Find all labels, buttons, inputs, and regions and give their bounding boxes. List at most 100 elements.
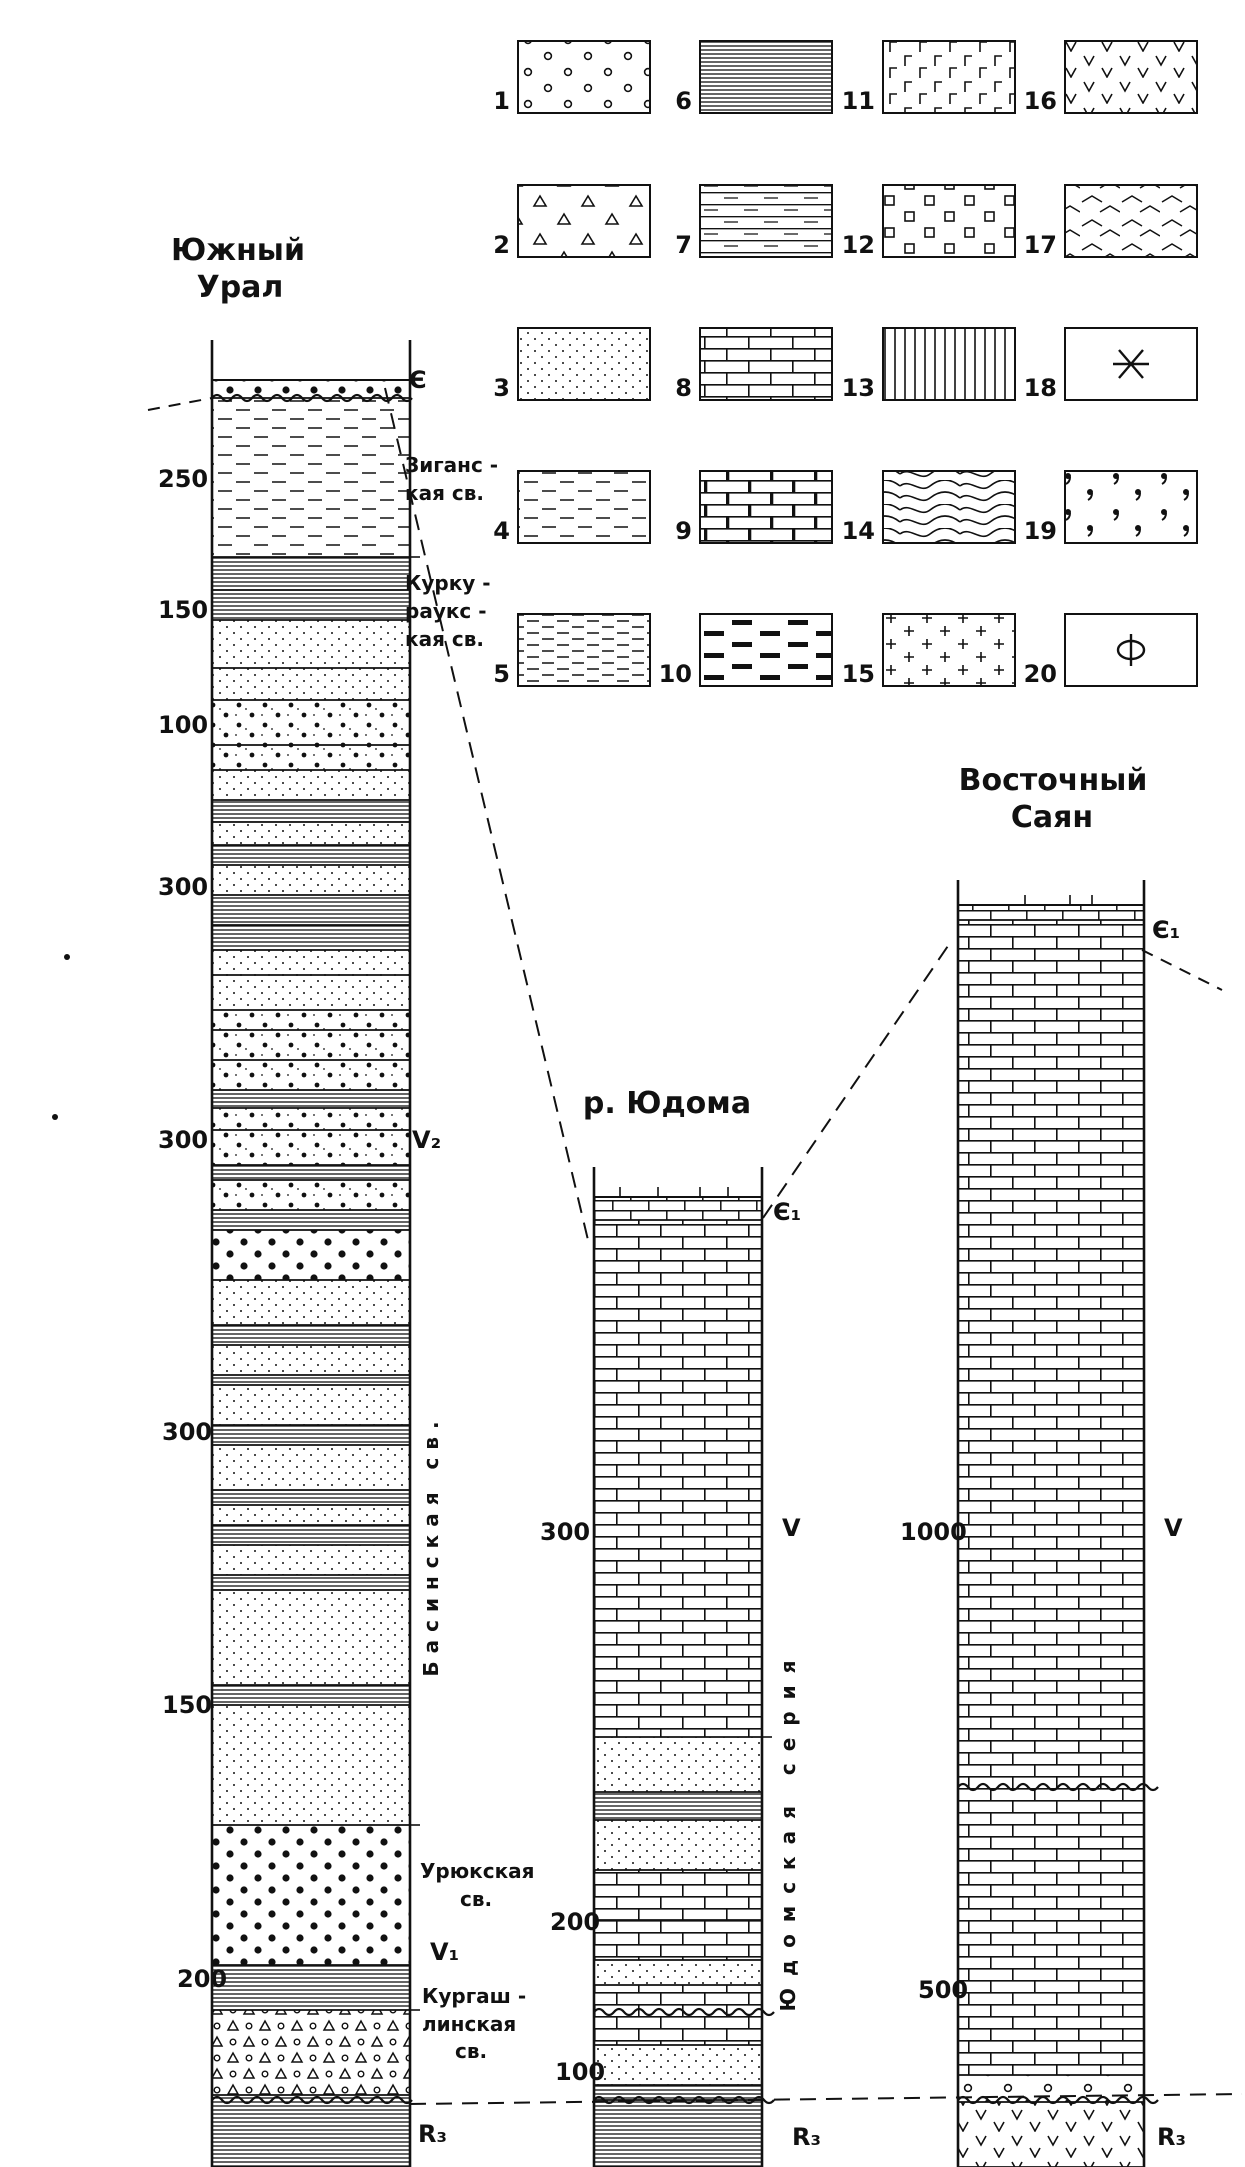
legend-number: 20 [1024,660,1057,688]
yudoma-series-label: Юдомская серия [776,1648,800,2011]
column-layer [212,1575,410,1590]
sayan-index-top: Є₁ [1152,916,1180,944]
correlation-line-cambrian-base-west [147,397,213,411]
column-layer [212,1090,410,1108]
ural-index-bottom: R₃ [418,2120,447,2148]
legend-swatch [882,327,1016,401]
ural-scale-label: 100 [158,711,208,739]
column-layer [212,845,410,865]
legend-swatch [699,40,833,114]
unconformity-line [211,2095,413,2105]
sayan-index-v: V [1164,1514,1183,1542]
legend-item: 20 [1024,613,1198,688]
column-layer [594,1820,762,1870]
ural-indexes: Є V₂ V₁ R₃ [409,366,459,2148]
column-layer [594,1960,762,1985]
yudoma-scale-label: 300 [540,1518,590,1546]
yudoma-scale-label: 200 [550,1908,600,1936]
column-layer [212,950,410,975]
column-layer [212,1825,410,1965]
legend-item: 3 [493,327,651,402]
legend-swatch [882,613,1016,687]
yudoma-column [592,1167,775,2167]
legend-number: 14 [842,517,875,545]
legend-swatch [882,470,1016,544]
legend-swatch [699,184,833,258]
legend-number: 15 [842,660,875,688]
suite-kurgash: линская [422,2012,516,2036]
legend-item: 11 [842,40,1016,115]
column-layer [212,1685,410,1705]
column-layer [212,1965,410,2010]
legend-item: 14 [842,470,1016,545]
suite-basa: Басинская св. [419,1413,443,1676]
unconformity-line [593,2007,775,2017]
star-icon [1113,349,1149,379]
legend-number: 4 [493,517,510,545]
legend-item: 4 [493,470,651,545]
column-layer [594,1985,762,2045]
column-layer [212,1210,410,1230]
ural-title-line-1: Южный [171,233,305,268]
column-layer [212,865,410,895]
ural-column [210,340,420,2167]
yudoma-title: р. Юдома [583,1086,751,1121]
column-layer [212,822,410,845]
column-layer [212,1385,410,1425]
suite-kurgash: Кургаш - [422,1984,526,2008]
column-layer [212,557,410,590]
legend-swatch [517,470,651,544]
column-layer [594,1220,762,1737]
column-layer [212,1425,410,1445]
column-layer [212,1345,410,1375]
legend-item: 15 [842,613,1016,688]
legend-number: 13 [842,374,875,402]
column-layer [212,1375,410,1385]
yudoma-index-top: Є₁ [773,1198,801,1226]
correlation-lines [147,387,1243,2105]
sayan-scale: 1000 500 [900,1518,968,2004]
column-layer [958,920,1144,2075]
suite-uryuk: св. [460,1887,492,1911]
legend-item: 13 [842,327,1016,402]
correlation-line-riphean-top [409,2093,1243,2105]
ural-title-line-2: Урал [197,270,284,305]
column-layer [212,1130,410,1165]
column-layer [212,1180,410,1210]
sayan-index-bottom: R₃ [1157,2123,1186,2151]
suite-kurku: Курку - [405,571,491,595]
legend-number: 18 [1024,374,1057,402]
ural-suite-labels: Зиганс - кая св. Курку - раукс - кая св.… [405,453,535,2063]
legend-swatch [517,613,651,687]
ural-column-title: Южный Урал [171,233,305,305]
column-layer [212,1590,410,1685]
sayan-title-line-1: Восточный [959,763,1148,798]
legend-item: 9 [675,470,833,545]
column-layer [212,1525,410,1545]
column-layer [212,1108,410,1130]
column-layer [594,1792,762,1820]
legend-number: 3 [493,374,510,402]
ural-scale: 250 150 100 300 300 300 150 200 [158,465,227,1993]
ural-index-v1: V₁ [430,1938,459,1966]
legend-item: 6 [675,40,833,115]
legend-swatch [517,184,651,258]
legend-swatch [699,327,833,401]
legend-item: 17 [1024,184,1198,259]
column-layer [958,905,1144,920]
ural-scale-label: 150 [158,596,208,624]
legend-number: 9 [675,517,692,545]
suite-kurgash: св. [455,2039,487,2063]
suite-zigan: Зиганс - [405,453,498,477]
legend-item: 2 [493,184,651,259]
legend-item: 12 [842,184,1016,259]
correlation-line-cambrian-base-yudoma-sayan [762,939,953,1219]
legend-swatch [517,327,651,401]
column-layer [212,925,410,950]
suite-kurku: кая св. [405,627,484,651]
sayan-title-line-2: Саян [1011,800,1093,835]
column-layer [212,1490,410,1505]
unconformity-line [211,393,413,403]
column-layer [212,700,410,745]
